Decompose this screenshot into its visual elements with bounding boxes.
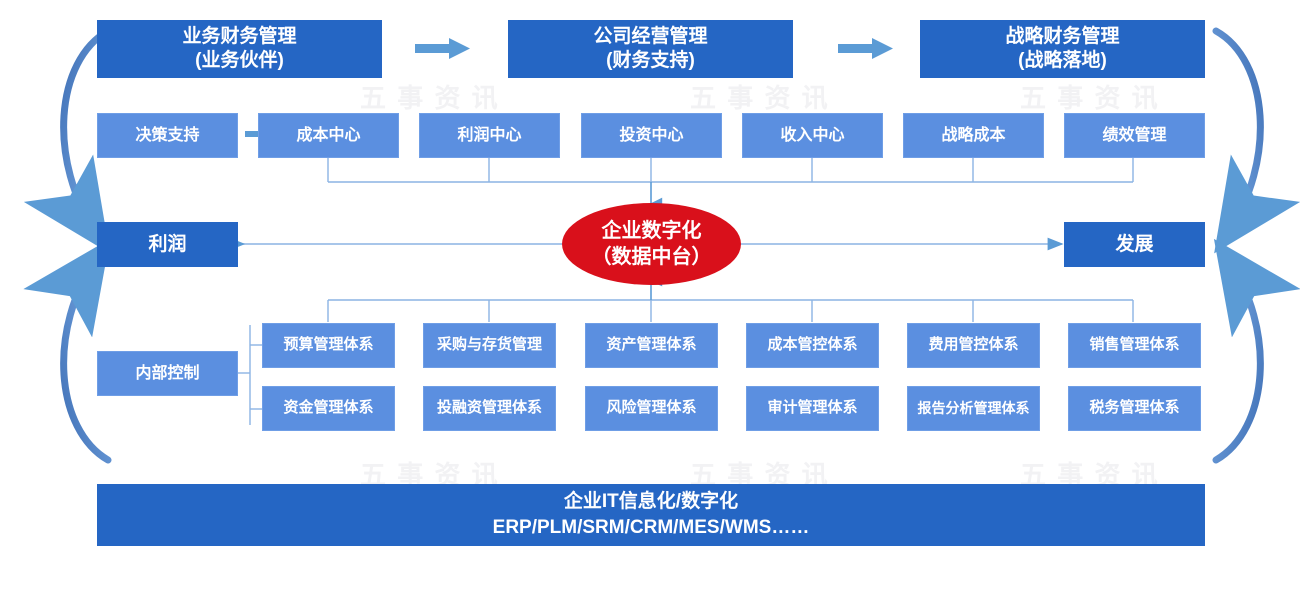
tier1-box-line2: (财务支持) (606, 50, 695, 71)
tier2-box-investment-center[interactable]: 投资中心 (581, 113, 722, 158)
tier2-box-decision-support[interactable]: 决策支持 (97, 113, 238, 158)
center-node-digitalization[interactable]: 企业数字化 （数据中台） (562, 203, 741, 285)
grid-box-asset-system[interactable]: 资产管理体系 (585, 323, 718, 368)
bottom-banner-line2: ERP/PLM/SRM/CRM/MES/WMS…… (492, 517, 810, 538)
right-bottom-bracket-arrow (1212, 238, 1300, 464)
watermark: 五 事 资 讯 (1020, 83, 1160, 113)
grid-box-procurement-inventory[interactable]: 采购与存货管理 (423, 323, 556, 368)
grid-box-audit-system[interactable]: 审计管理体系 (746, 386, 879, 431)
tier2-box-performance-mgmt[interactable]: 绩效管理 (1064, 113, 1205, 158)
tier1-box-line1: 战略财务管理 (1005, 26, 1120, 48)
right-top-bracket-arrow (1212, 27, 1300, 254)
outcome-box-development[interactable]: 发展 (1064, 222, 1205, 267)
tier1-box-line1: 业务财务管理 (182, 26, 297, 48)
grid-bus (327, 299, 1134, 322)
watermark: 五 事 资 讯 (360, 83, 500, 113)
tier2-box-strategic-cost[interactable]: 战略成本 (903, 113, 1044, 158)
tier1-box-line2: (业务伙伴) (195, 50, 284, 71)
outcome-box-profit[interactable]: 利润 (97, 222, 238, 267)
internal-control-connector (238, 325, 262, 425)
center-node-line1: 企业数字化 (601, 220, 702, 242)
tier2-box-profit-center[interactable]: 利润中心 (419, 113, 560, 158)
bottom-banner-it-digitalization[interactable]: 企业IT信息化/数字化 ERP/PLM/SRM/CRM/MES/WMS…… (97, 484, 1205, 546)
tier1-arrow-2 (838, 38, 893, 59)
tier1-box-company-operation[interactable]: 公司经营管理 (财务支持) (508, 20, 793, 78)
grid-box-cost-control-system[interactable]: 成本管控体系 (746, 323, 879, 368)
tier1-arrow-1 (415, 38, 470, 59)
tier1-box-line2: (战略落地) (1018, 50, 1107, 71)
grid-box-sales-system[interactable]: 销售管理体系 (1068, 323, 1201, 368)
internal-control-box[interactable]: 内部控制 (97, 351, 238, 396)
bottom-banner-line1: 企业IT信息化/数字化 (563, 491, 739, 513)
tier1-box-business-finance[interactable]: 业务财务管理 (业务伙伴) (97, 20, 382, 78)
center-node-line2: （数据中台） (591, 246, 712, 268)
grid-box-tax-system[interactable]: 税务管理体系 (1068, 386, 1201, 431)
tier2-bus (327, 158, 1134, 183)
tier1-box-strategic-finance[interactable]: 战略财务管理 (战略落地) (920, 20, 1205, 78)
grid-box-budget-system[interactable]: 预算管理体系 (262, 323, 395, 368)
tier1-box-line1: 公司经营管理 (593, 26, 708, 48)
watermark: 五 事 资 讯 (690, 83, 830, 113)
tier2-box-revenue-center[interactable]: 收入中心 (742, 113, 883, 158)
grid-box-expense-control-system[interactable]: 费用管控体系 (907, 323, 1040, 368)
grid-box-fund-system[interactable]: 资金管理体系 (262, 386, 395, 431)
grid-box-report-analysis-system[interactable]: 报告分析管理体系 (907, 386, 1040, 431)
tier2-box-cost-center[interactable]: 成本中心 (258, 113, 399, 158)
grid-box-investment-financing-system[interactable]: 投融资管理体系 (423, 386, 556, 431)
grid-box-risk-system[interactable]: 风险管理体系 (585, 386, 718, 431)
